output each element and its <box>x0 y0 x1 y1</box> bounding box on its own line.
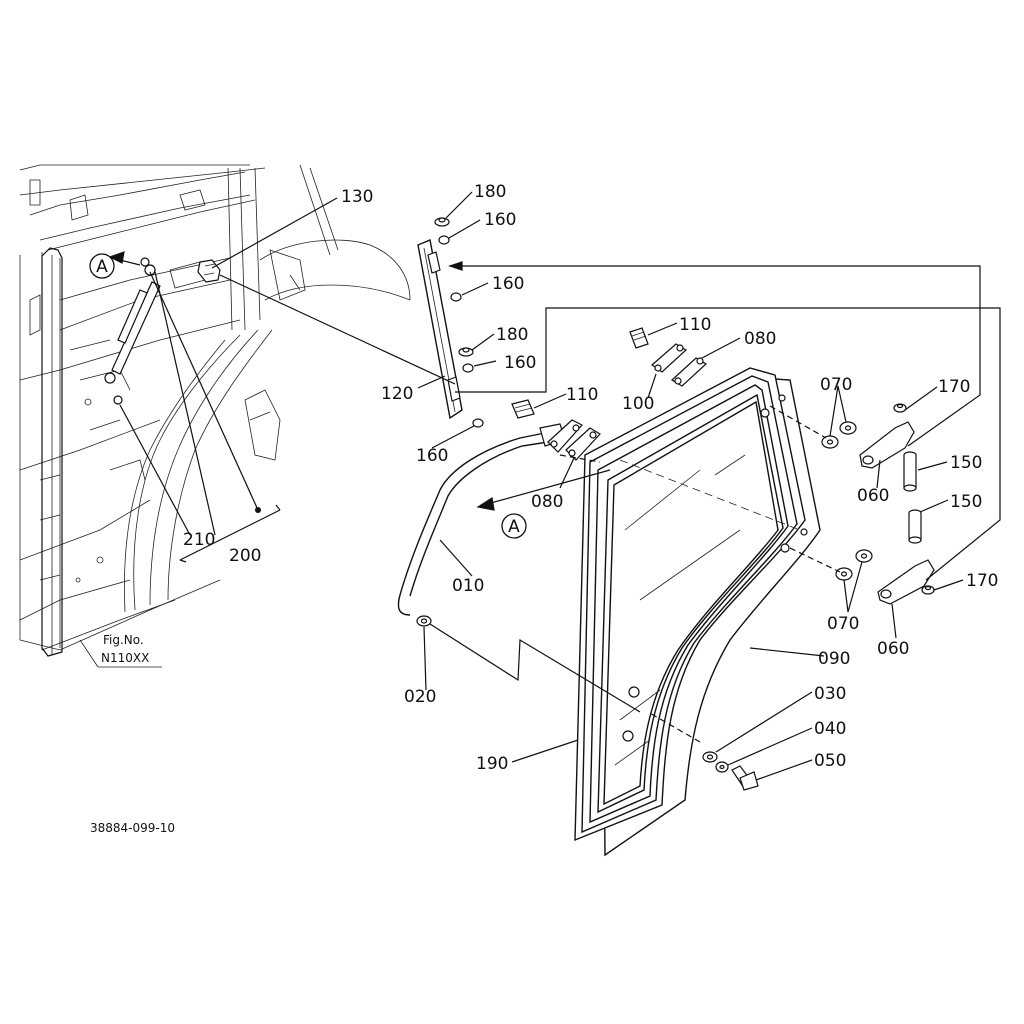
callout-160-lower: 160 <box>504 353 536 373</box>
cab-frame-outline <box>41 247 63 657</box>
callout-150-lower: 150 <box>950 492 982 512</box>
nut-160-top <box>438 235 450 245</box>
fig-ref-number: N110XX <box>101 651 149 665</box>
washer-030 <box>702 751 718 763</box>
callout-200: 200 <box>229 546 261 566</box>
washer-070-a-hole <box>826 439 834 445</box>
nut-180-top <box>434 217 450 227</box>
hinge-plates-upper <box>651 343 707 387</box>
callout-070-upper: 070 <box>820 375 852 395</box>
callout-180-mid: 180 <box>496 325 528 345</box>
washer-020-hole <box>420 618 428 624</box>
nut-160-bottom <box>472 418 484 428</box>
callout-170-upper: 170 <box>938 377 970 397</box>
washer-040 <box>715 761 729 773</box>
glass-reflections <box>614 454 801 766</box>
callout-080-lower: 080 <box>531 492 563 512</box>
callout-190: 190 <box>476 754 508 774</box>
callout-100: 100 <box>622 394 654 414</box>
callout-060-lower: 060 <box>877 639 909 659</box>
nut-180-mid <box>458 347 474 357</box>
callout-labels: 130 180 160 160 180 160 120 160 110 080 … <box>183 182 998 774</box>
callout-030: 030 <box>814 684 846 704</box>
callout-170-lower: 170 <box>966 571 998 591</box>
bolt-050 <box>731 765 759 791</box>
callout-010: 010 <box>452 576 484 596</box>
nut-160-mid <box>450 292 462 302</box>
washer-070-c-hole <box>840 571 848 577</box>
drawing-id: 38884-099-10 <box>90 821 175 835</box>
fig-ref-label: Fig.No. <box>103 633 144 647</box>
nut-170-upper <box>893 403 907 413</box>
glass-holes <box>622 394 808 742</box>
figure-reference: Fig.No. N110XX <box>79 633 162 668</box>
assembly-lines <box>108 251 1001 743</box>
washer-070-d-hole <box>860 553 868 559</box>
ref-marker-a-upper-text: A <box>96 257 108 277</box>
part-130-fitting <box>197 259 221 283</box>
hinge-plates-lower <box>547 419 601 461</box>
callout-110-upper: 110 <box>679 315 711 335</box>
callout-160-top: 160 <box>484 210 516 230</box>
rail-120 <box>417 239 463 420</box>
door-seal-190 <box>574 367 806 842</box>
callout-180-top: 180 <box>474 182 506 202</box>
callout-050: 050 <box>814 751 846 771</box>
handle-010 <box>397 423 566 616</box>
callout-150-upper: 150 <box>950 453 982 473</box>
callout-090: 090 <box>818 649 850 669</box>
callout-160-bottom: 160 <box>416 446 448 466</box>
nut-160-lower <box>462 363 474 373</box>
hinge-060-lower <box>877 559 935 605</box>
callout-160-mid: 160 <box>492 274 524 294</box>
callout-080-upper: 080 <box>744 329 776 349</box>
callout-060-upper: 060 <box>857 486 889 506</box>
callout-120: 120 <box>381 384 413 404</box>
ref-marker-a-upper: A <box>89 253 115 279</box>
bolt-110-upper <box>629 327 649 349</box>
hinge-060-upper <box>859 421 915 469</box>
nut-170-lower <box>921 585 935 595</box>
bolt-110-lower <box>511 399 535 419</box>
callout-210: 210 <box>183 530 215 550</box>
pin-150-upper <box>903 451 917 492</box>
callout-110-lower: 110 <box>566 385 598 405</box>
ref-marker-a-lower: A <box>501 513 527 539</box>
cab-frame <box>19 164 411 655</box>
callout-020: 020 <box>404 687 436 707</box>
leader-lines <box>119 191 964 781</box>
ref-marker-a-lower-text: A <box>508 517 520 537</box>
washer-070-b-hole <box>844 425 852 431</box>
callout-070-lower: 070 <box>827 614 859 634</box>
callout-130: 130 <box>341 187 373 207</box>
gas-strut <box>104 257 161 405</box>
pin-150-lower <box>908 509 922 544</box>
callout-040: 040 <box>814 719 846 739</box>
